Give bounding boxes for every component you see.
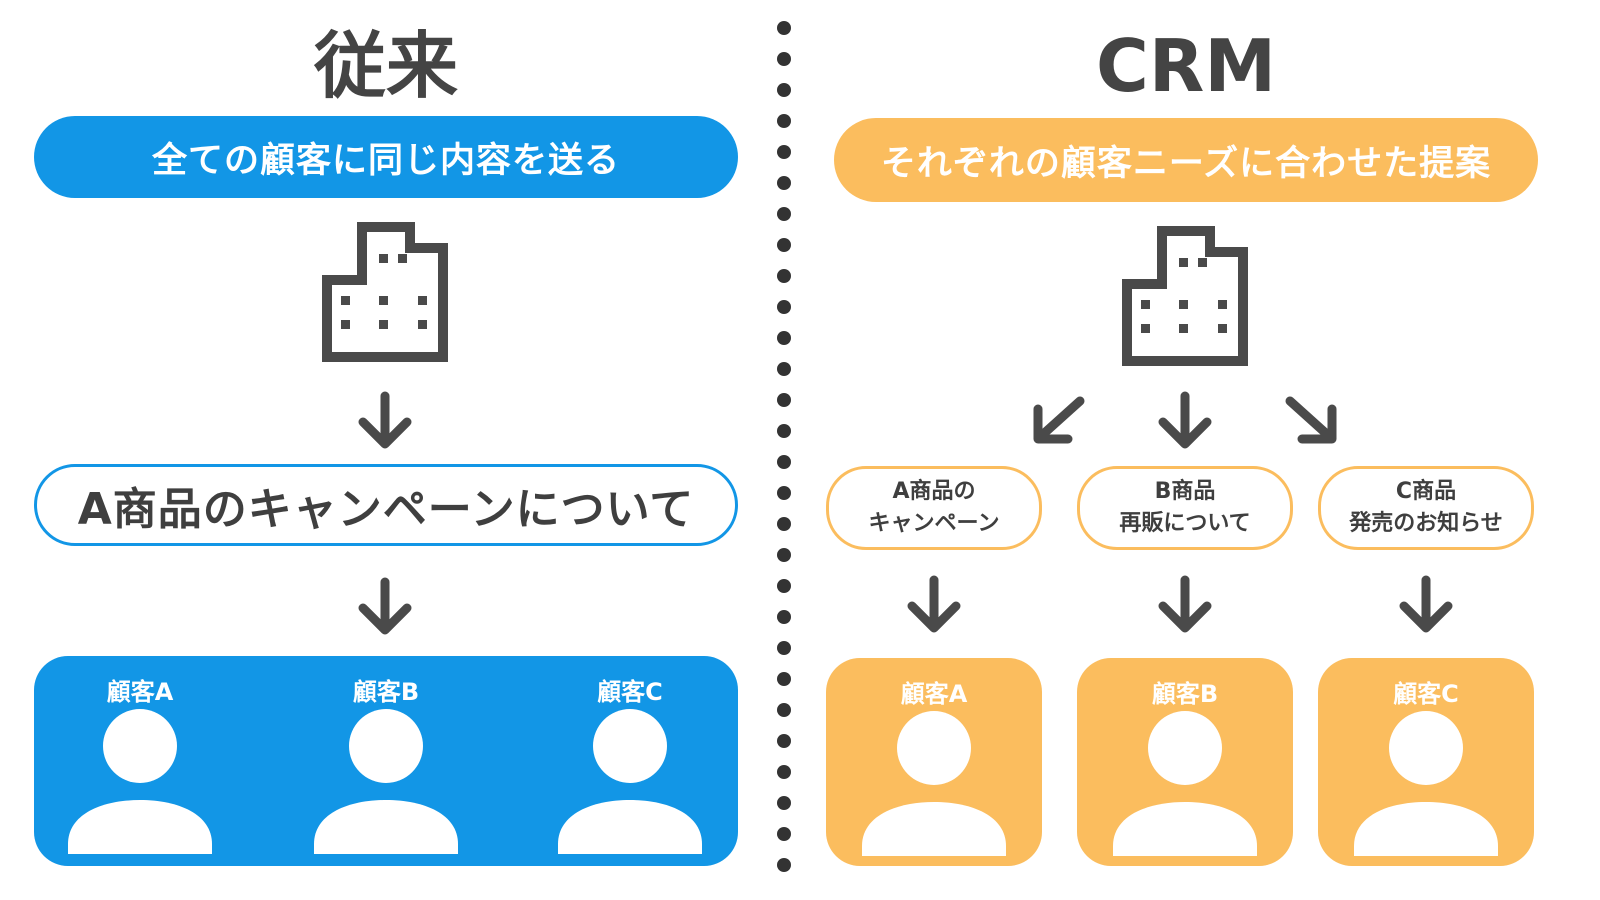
divider-dot bbox=[777, 145, 791, 159]
person-icon bbox=[1354, 711, 1498, 856]
divider-dot bbox=[777, 796, 791, 810]
right-customer-card: 顧客B bbox=[1077, 658, 1293, 866]
arrow-down-icon bbox=[1158, 575, 1212, 633]
divider-dot bbox=[777, 238, 791, 252]
building-icon bbox=[1122, 226, 1248, 366]
arrow-down-right-icon bbox=[1285, 396, 1337, 444]
message-line: 再販について bbox=[1119, 511, 1251, 536]
left-customer-panel: 顧客A 顧客B 顧客C bbox=[34, 656, 738, 866]
right-customer-card: 顧客C bbox=[1318, 658, 1534, 866]
message-line: 発売のお知らせ bbox=[1349, 511, 1503, 536]
divider-dot bbox=[777, 703, 791, 717]
message-line: B商品 bbox=[1154, 479, 1216, 504]
divider-dot bbox=[777, 455, 791, 469]
divider-dot bbox=[777, 486, 791, 500]
building-icon bbox=[322, 222, 448, 362]
arrow-down-icon bbox=[907, 575, 961, 633]
arrow-down-icon bbox=[1158, 391, 1212, 449]
divider-dot bbox=[777, 269, 791, 283]
person-icon bbox=[68, 709, 212, 854]
divider-dot bbox=[777, 176, 791, 190]
message-line: A商品の bbox=[892, 479, 976, 504]
divider-dot bbox=[777, 300, 791, 314]
person-icon bbox=[314, 709, 458, 854]
left-banner: 全ての顧客に同じ内容を送る bbox=[34, 116, 738, 198]
divider-dot bbox=[777, 672, 791, 686]
arrow-down-icon bbox=[1399, 575, 1453, 633]
message-line: C商品 bbox=[1395, 479, 1457, 504]
left-message-box: A商品のキャンペーンについて bbox=[34, 464, 738, 546]
divider-dot bbox=[777, 734, 791, 748]
divider-dot bbox=[777, 393, 791, 407]
divider-dot bbox=[777, 858, 791, 872]
customer-label: 顧客B bbox=[352, 678, 420, 706]
divider-dot bbox=[777, 610, 791, 624]
divider-dot bbox=[777, 114, 791, 128]
right-customer-card: 顧客A bbox=[826, 658, 1042, 866]
arrow-down-icon bbox=[358, 577, 412, 635]
right-message-box: B商品 再販について bbox=[1077, 466, 1293, 550]
divider-dot bbox=[777, 207, 791, 221]
divider-dot bbox=[777, 579, 791, 593]
customer-label: 顧客C bbox=[1393, 680, 1459, 708]
right-message-box: C商品 発売のお知らせ bbox=[1318, 466, 1534, 550]
divider-dot bbox=[777, 424, 791, 438]
person-icon bbox=[558, 709, 702, 854]
person-icon bbox=[1113, 711, 1257, 856]
divider-dot bbox=[777, 641, 791, 655]
right-banner: それぞれの顧客ニーズに合わせた提案 bbox=[834, 118, 1538, 202]
divider-dot bbox=[777, 827, 791, 841]
customer-label: 顧客B bbox=[1151, 680, 1219, 708]
left-title: 従来 bbox=[313, 24, 458, 108]
customer-label: 顧客A bbox=[106, 678, 174, 706]
divider-dot bbox=[777, 548, 791, 562]
person-icon bbox=[862, 711, 1006, 856]
divider-dot bbox=[777, 21, 791, 35]
customer-label: 顧客A bbox=[900, 680, 968, 708]
divider-dot bbox=[777, 331, 791, 345]
right-message-box: A商品の キャンペーン bbox=[826, 466, 1042, 550]
divider-dot bbox=[777, 83, 791, 97]
customer-label: 顧客C bbox=[597, 678, 663, 706]
divider-dot bbox=[777, 52, 791, 66]
divider-dot bbox=[777, 517, 791, 531]
divider-dot bbox=[777, 765, 791, 779]
arrow-down-left-icon bbox=[1033, 396, 1085, 444]
arrow-down-icon bbox=[358, 391, 412, 449]
message-line: キャンペーン bbox=[868, 511, 1000, 536]
divider-dot bbox=[777, 362, 791, 376]
right-title: CRM bbox=[1096, 24, 1276, 108]
